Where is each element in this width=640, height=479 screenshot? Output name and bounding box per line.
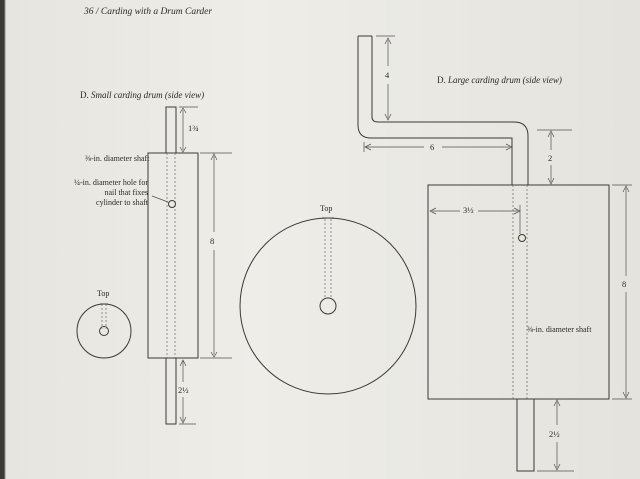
large-drum-side-view bbox=[357, 35, 632, 472]
large-dim-crank-rise: 2 bbox=[548, 153, 553, 163]
large-dim-shaft-bottom: 2½ bbox=[549, 429, 560, 439]
large-drum-caption: D. Large carding drum (side view) bbox=[437, 75, 562, 85]
dim-arrows bbox=[364, 143, 513, 151]
dim-arrows bbox=[547, 130, 555, 185]
hole-leader-line bbox=[151, 195, 169, 203]
small-dim-shaft-bottom: 2½ bbox=[178, 385, 189, 395]
large-dim-height: 8 bbox=[622, 279, 627, 289]
small-hole-label: ¼-in. diameter hole for nail that fixes … bbox=[74, 178, 148, 207]
dim-arrows bbox=[179, 359, 187, 424]
small-top-shaft-circle bbox=[99, 326, 109, 336]
small-drum-side-view bbox=[147, 106, 232, 425]
small-drum-cylinder bbox=[147, 152, 199, 359]
dim-arrows bbox=[622, 185, 630, 399]
crank-outer-edge bbox=[357, 36, 513, 185]
page-number: 36 bbox=[84, 7, 94, 17]
dim-arrows bbox=[210, 153, 218, 358]
large-shaft-label: ⅜-in. diameter shaft bbox=[527, 325, 592, 334]
small-top-circle bbox=[76, 303, 132, 359]
dim-arrows bbox=[384, 37, 392, 121]
large-drum-shaft-bottom bbox=[516, 398, 535, 472]
large-dim-crank-vertical: 4 bbox=[385, 70, 390, 80]
small-shaft-label: ⅜-in. diameter shaft bbox=[85, 154, 150, 163]
small-dim-shaft-top: 1¾ bbox=[188, 123, 199, 133]
small-dim-height: 8 bbox=[210, 236, 215, 246]
large-dim-offset: 3½ bbox=[463, 205, 474, 215]
dim-arrows bbox=[179, 107, 187, 153]
small-drum-nail-hole bbox=[168, 200, 176, 208]
small-drum-shaft-top bbox=[165, 106, 177, 154]
header-separator: / bbox=[95, 7, 99, 17]
dim-arrows bbox=[553, 399, 561, 471]
chapter-title: Carding with a Drum Carder bbox=[100, 7, 213, 17]
small-drum-top-view bbox=[76, 303, 132, 359]
large-top-shaft-circle bbox=[319, 297, 337, 315]
large-top-circle bbox=[239, 217, 417, 395]
large-drum-cylinder bbox=[427, 184, 610, 400]
crank-inner-edge bbox=[371, 36, 529, 185]
middle-top-label: Top bbox=[320, 204, 333, 213]
small-drum-shaft-bottom bbox=[165, 357, 177, 425]
large-drum-top-view bbox=[239, 217, 417, 395]
page-header: 36 / Carding with a Drum Carder bbox=[84, 7, 213, 18]
small-top-label: Top bbox=[97, 289, 110, 298]
large-drum-nail-hole bbox=[518, 234, 526, 242]
small-drum-caption: D. Small carding drum (side view) bbox=[80, 90, 205, 100]
large-dim-crank-horizontal: 6 bbox=[430, 142, 435, 152]
